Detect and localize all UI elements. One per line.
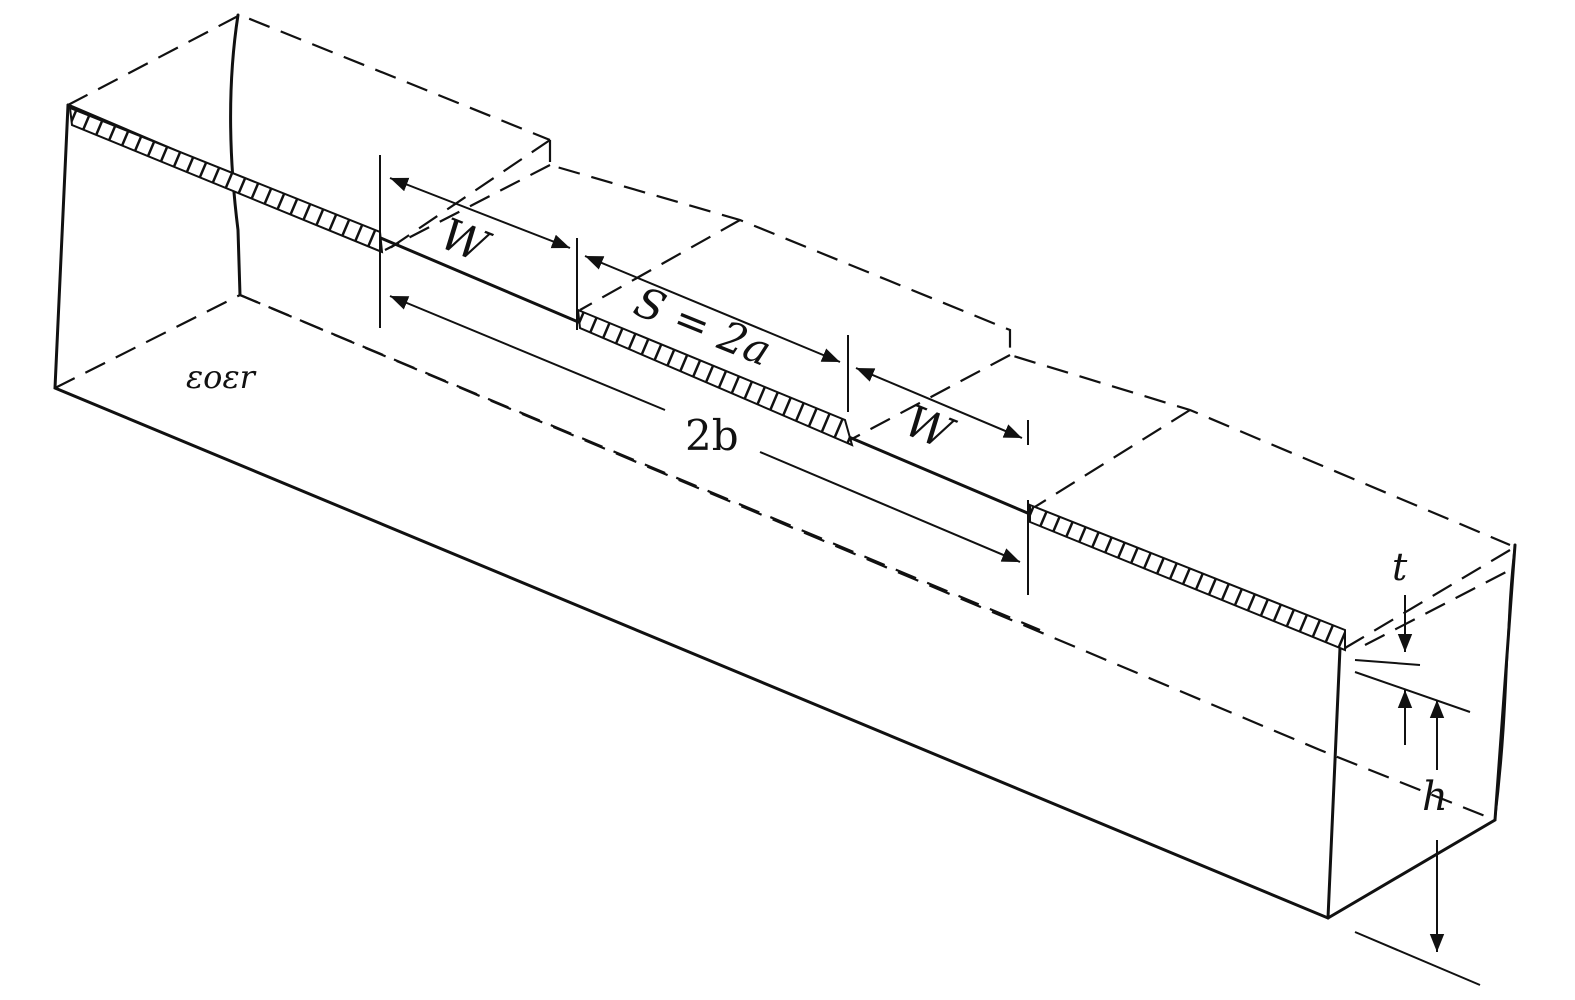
label-metal-thickness: t: [1392, 545, 1408, 589]
left-ground-plane: [68, 106, 384, 254]
label-gap-width-right: W: [897, 396, 962, 462]
label-substrate-height: h: [1422, 774, 1448, 820]
label-permittivity: εoεr: [186, 358, 257, 396]
right-ground-plane: [1029, 503, 1346, 652]
label-ground-spacing: 2b: [685, 411, 739, 460]
dimension-lines: [379, 155, 1481, 986]
substrate-block: [53, 13, 1517, 920]
